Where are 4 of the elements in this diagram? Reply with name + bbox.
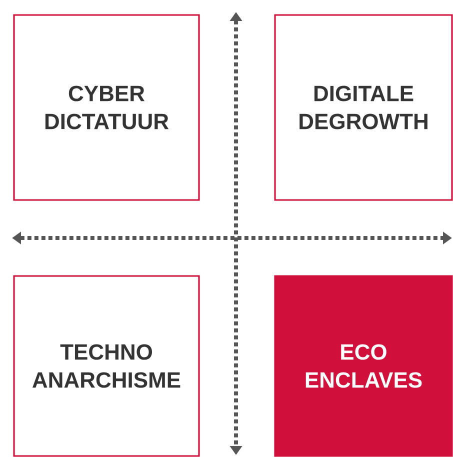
quadrant-box: DIGITALE DEGROWTH: [274, 14, 453, 201]
quadrant-box: TECHNO ANARCHISME: [13, 275, 200, 457]
quadrant-box: ECO ENCLAVES: [274, 275, 453, 457]
quadrant-box: CYBER DICTATUUR: [13, 14, 200, 201]
